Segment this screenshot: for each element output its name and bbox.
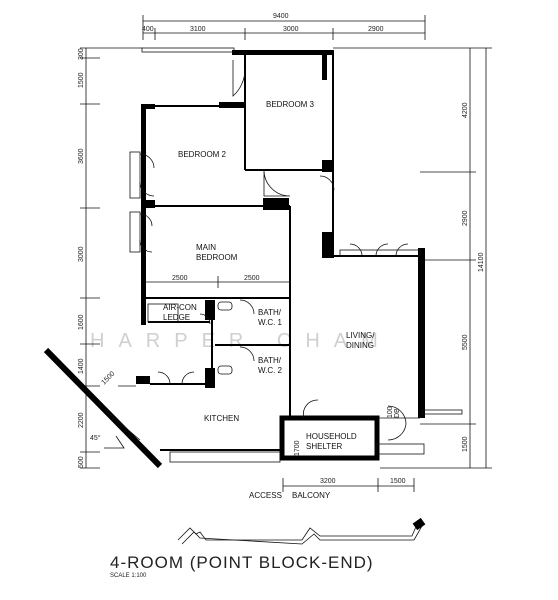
windows (129, 47, 463, 463)
left-dimensions: 300 1500 3600 3000 1600 1400 2200 500 (78, 47, 143, 469)
plan-scale: SCALE 1:100 (110, 573, 147, 579)
dim-right-a: 4200 (462, 102, 469, 118)
dim-left-g: 2200 (78, 412, 85, 428)
dim-left-h: 500 (78, 456, 85, 468)
room-bath2-1: BATH/ (258, 356, 282, 365)
dim-left-b: 1500 (78, 72, 85, 88)
dim-right-d: 1500 (462, 436, 469, 452)
top-dimensions: 9400 400 3100 3000 2900 (142, 13, 426, 40)
room-living-2: DINING (346, 341, 374, 350)
dim-mid-a: 2500 (172, 275, 188, 282)
dim-top-a: 400 (142, 26, 154, 33)
dim-bottom-a: 3200 (320, 478, 336, 485)
room-bedroom3: BEDROOM 3 (266, 100, 315, 109)
room-bath2-2: W.C. 2 (258, 366, 283, 375)
dim-top-total: 9400 (273, 13, 289, 20)
dim-top-c: 3000 (283, 26, 299, 33)
room-aircon-2: LEDGE (163, 313, 190, 322)
room-aircon-1: AIR-CON (163, 303, 197, 312)
access-label: ACCESS (249, 491, 282, 500)
watermark: HARPER CHAM (90, 330, 392, 352)
dim-left-d: 3000 (78, 246, 85, 262)
block-key-diagram (177, 517, 426, 545)
plan-title: 4-ROOM (POINT BLOCK-END) (110, 553, 374, 572)
doors (139, 60, 409, 441)
dim-mid-b: 2500 (244, 275, 260, 282)
dim-right-b: 2900 (462, 210, 469, 226)
bath-fixtures (147, 301, 233, 375)
dim-left-f: 1400 (78, 358, 85, 374)
dim-bottom-b: 1500 (390, 478, 406, 485)
room-bath1-2: W.C. 1 (258, 318, 283, 327)
room-kitchen: KITCHEN (204, 414, 239, 423)
dim-top-d: 2900 (368, 26, 384, 33)
room-bedroom2: BEDROOM 2 (178, 150, 227, 159)
bottom-dimensions: 3200 1500 ACCESS BALCONY (249, 478, 415, 500)
room-main-bedroom-1: MAIN (196, 243, 216, 252)
dim-right-total: 14100 (478, 252, 485, 272)
right-dimensions: 4200 2900 5500 1500 14100 (333, 47, 492, 469)
angle-marker (104, 435, 125, 449)
dim-shelter: 1700 (294, 440, 301, 456)
room-main-bedroom-2: BEDROOM (196, 253, 238, 262)
dim-left-e: 1600 (78, 314, 85, 330)
diagonal-wall (43, 347, 163, 469)
dim-top-b: 3100 (190, 26, 206, 33)
db-label-1: DB (394, 408, 401, 418)
dim-left-a: 300 (78, 48, 85, 60)
db-label-2: 100 (387, 406, 394, 418)
angle-label: 45° (90, 434, 101, 442)
room-bath1-1: BATH/ (258, 308, 282, 317)
room-shelter-1: HOUSEHOLD (306, 432, 357, 441)
room-shelter-2: SHELTER (306, 442, 343, 451)
room-living-1: LIVING/ (346, 331, 375, 340)
dim-diag: 1500 (100, 370, 116, 386)
household-shelter (279, 415, 380, 461)
dim-left-c: 3600 (78, 148, 85, 164)
dim-right-c: 5500 (462, 334, 469, 350)
balcony-label: BALCONY (292, 491, 331, 500)
